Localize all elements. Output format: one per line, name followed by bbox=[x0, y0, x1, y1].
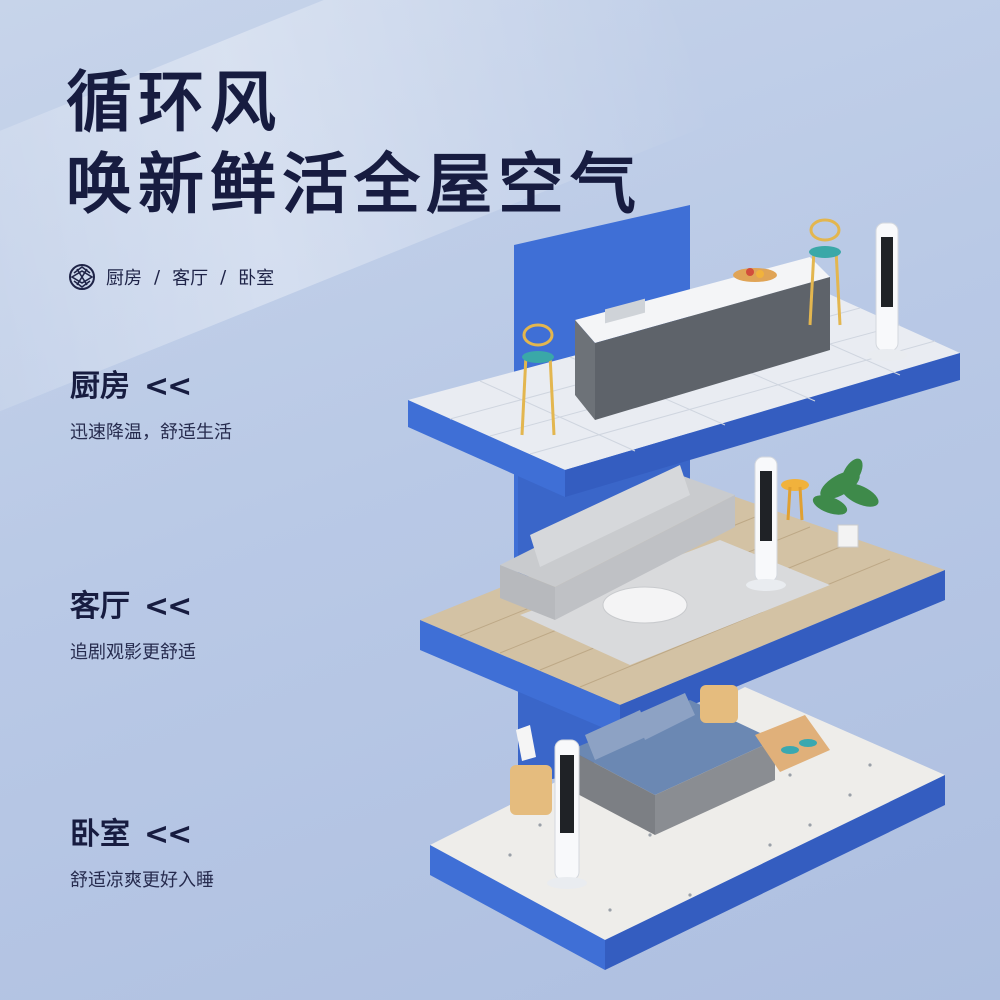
headline-line-1: 循环风 bbox=[66, 64, 282, 141]
living-room-floor bbox=[420, 456, 945, 735]
rooms-bar-item-bedroom: 卧室 bbox=[238, 268, 275, 289]
rooms-bar-item-kitchen: 厨房 bbox=[106, 268, 142, 289]
section-living-room-desc: 追剧观影更舒适 bbox=[70, 642, 196, 663]
section-kitchen-title: 厨房 bbox=[70, 369, 130, 404]
kitchen-floor bbox=[408, 218, 960, 497]
chevrons-left-icon: << bbox=[144, 369, 192, 404]
headline-line-2: 唤新鲜活全屋空气 bbox=[66, 146, 642, 223]
section-bedroom-title: 卧室 bbox=[70, 817, 130, 852]
rooms-bar: 厨房 / 客厅 / 卧室 bbox=[68, 262, 274, 292]
section-kitchen: 厨房 << 迅速降温，舒适生活 bbox=[70, 372, 232, 444]
chevrons-left-icon: << bbox=[144, 817, 192, 852]
section-living-room-title: 客厅 bbox=[70, 589, 130, 624]
bedroom-floor bbox=[430, 685, 945, 970]
lattice-icon bbox=[69, 264, 95, 290]
house-floors-illustration bbox=[408, 205, 960, 970]
rooms-bar-separator: / bbox=[220, 266, 227, 288]
section-bedroom: 卧室 << 舒适凉爽更好入睡 bbox=[70, 820, 214, 892]
section-bedroom-desc: 舒适凉爽更好入睡 bbox=[70, 870, 214, 891]
rooms-bar-item-living: 客厅 bbox=[172, 268, 209, 289]
section-living-room: 客厅 << 追剧观影更舒适 bbox=[70, 592, 196, 664]
section-kitchen-desc: 迅速降温，舒适生活 bbox=[70, 422, 232, 443]
chevrons-left-icon: << bbox=[144, 589, 192, 624]
rooms-bar-separator: / bbox=[154, 266, 161, 288]
